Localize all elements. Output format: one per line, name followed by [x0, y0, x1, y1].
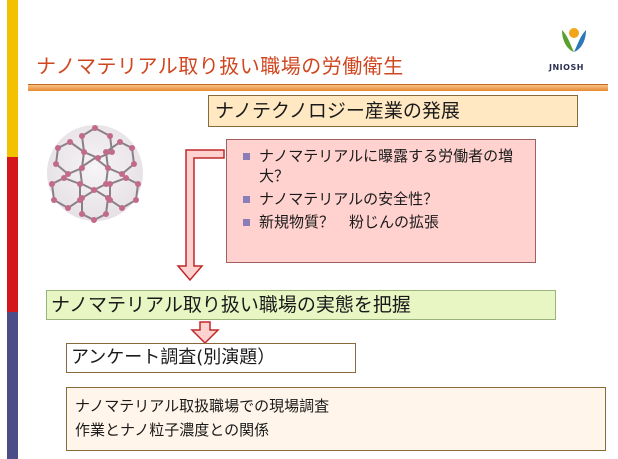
bullet-square-icon	[243, 219, 250, 226]
title-underline	[28, 84, 608, 91]
survey-text: アンケート調査(別演題）	[71, 347, 276, 368]
slide-title: ナノマテリアル取り扱い職場の労働衛生	[36, 54, 404, 78]
industry-development-box: ナノテクノロジー産業の発展	[208, 95, 578, 127]
field-survey-box: ナノマテリアル取扱職場での現場調査 作業とナノ粒子濃度との関係	[66, 387, 606, 451]
bent-arrow-icon	[176, 149, 225, 282]
concerns-box: ナノマテリアルに曝露する労働者の増大？ ナノマテリアルの安全性？ 新規物質？ 粉…	[226, 139, 536, 263]
list-item: 新規物質？ 粉じんの拡張	[243, 212, 527, 232]
accent-bar-navy	[7, 312, 18, 459]
industry-development-text: ナノテクノロジー産業の発展	[215, 100, 460, 122]
list-item: ナノマテリアルに曝露する労働者の増大？	[243, 146, 527, 186]
field-survey-line-1: ナノマテリアル取扱職場での現場調査	[75, 397, 330, 415]
fullerene-molecule-image	[47, 125, 143, 223]
jniosh-logo-icon	[562, 28, 586, 52]
down-arrow-icon	[190, 321, 220, 345]
concerns-list: ナノマテリアルに曝露する労働者の増大？ ナノマテリアルの安全性？ 新規物質？ 粉…	[243, 146, 527, 232]
bullet-square-icon	[243, 153, 250, 160]
field-survey-line-2: 作業とナノ粒子濃度との関係	[75, 421, 270, 439]
workplace-reality-text: ナノマテリアル取り扱い職場の実態を把握	[51, 294, 411, 316]
list-item: ナノマテリアルの安全性？	[243, 189, 527, 209]
logo-text: JNIOSH	[549, 63, 584, 72]
workplace-reality-box: ナノマテリアル取り扱い職場の実態を把握	[46, 290, 556, 320]
bullet-square-icon	[243, 196, 250, 203]
accent-bar-yellow	[7, 0, 18, 157]
survey-box: アンケート調査(別演題）	[66, 343, 356, 373]
accent-bar-red	[7, 157, 18, 312]
